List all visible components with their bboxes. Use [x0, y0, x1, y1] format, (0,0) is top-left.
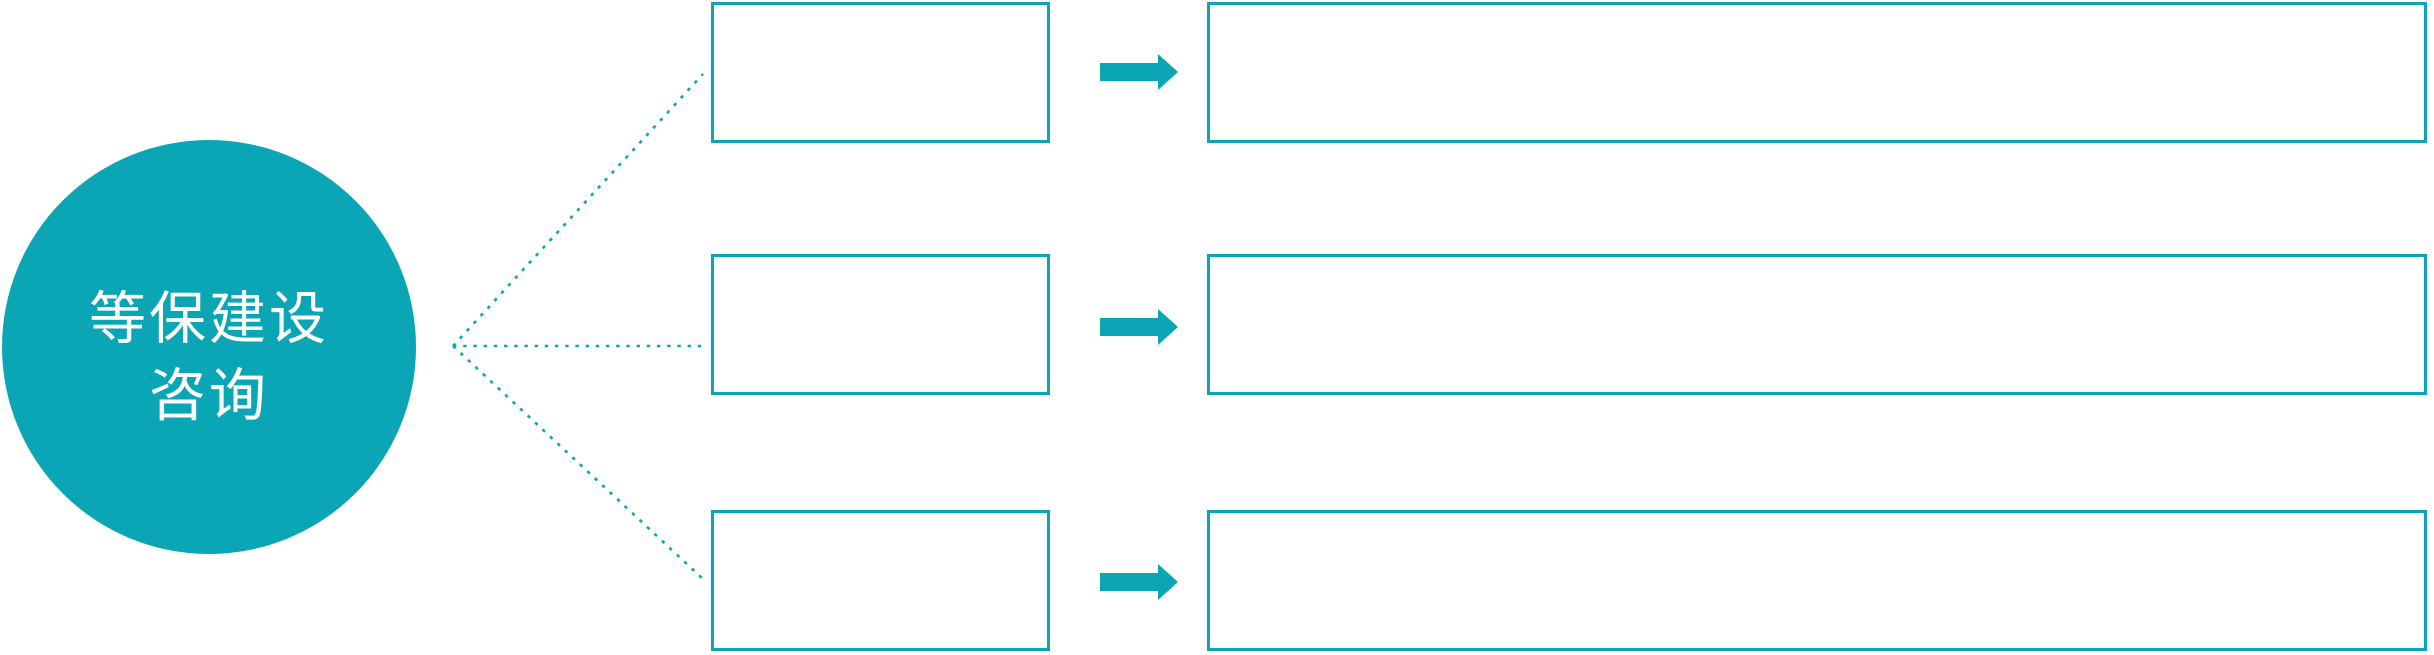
step-box-2	[711, 254, 1050, 395]
detail-box-3	[1207, 510, 2427, 651]
right-arrow-icon-2	[1100, 309, 1178, 345]
topic-circle-label-line1: 等保建设	[89, 286, 329, 352]
dotted-connector-top	[452, 73, 704, 347]
step-box-3	[711, 510, 1050, 651]
step-box-1	[711, 2, 1050, 143]
detail-box-1	[1207, 2, 2427, 143]
right-arrow-icon-1	[1100, 54, 1178, 90]
dotted-connector-bottom	[452, 345, 704, 580]
detail-box-2	[1207, 254, 2427, 395]
right-arrow-icon-3	[1100, 564, 1178, 600]
topic-circle: 等保建设 咨询	[2, 140, 416, 554]
topic-circle-label-line2: 咨询	[149, 363, 269, 429]
